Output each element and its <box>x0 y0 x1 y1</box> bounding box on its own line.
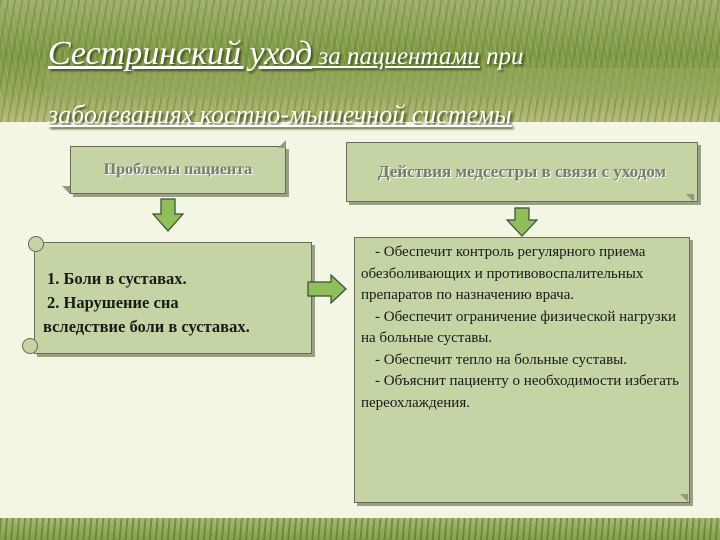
list-item: вследствие боли в суставах. <box>43 317 250 336</box>
slide-title: Сестринский уход за пациентами при забол… <box>48 26 708 143</box>
list-item: - Обеспечит контроль регулярного приема … <box>361 244 646 303</box>
title-part-2: за пациентами <box>312 43 480 70</box>
nurse-actions-list: - Обеспечит контроль регулярного приема … <box>361 242 681 414</box>
scroll-fold-icon <box>278 140 286 148</box>
title-part-3: при <box>479 43 524 70</box>
scroll-fold-icon <box>680 494 688 502</box>
arrow-down-icon <box>152 198 184 232</box>
patient-problems-header-box: Проблемы пациента <box>70 146 286 194</box>
arrow-down-icon <box>506 207 538 237</box>
arrow-right-icon <box>307 274 347 304</box>
list-item: - Обеспечит ограничение физической нагру… <box>361 308 677 347</box>
scroll-fold-icon <box>686 194 694 202</box>
list-item: 2. Нарушение сна <box>47 293 179 312</box>
patient-problems-list: 1. Боли в суставах. 2. Нарушение сна всл… <box>43 267 305 339</box>
patient-problems-box: 1. Боли в суставах. 2. Нарушение сна всл… <box>34 242 312 354</box>
title-part-1: Сестринский уход <box>48 35 313 72</box>
scroll-curl-icon <box>22 338 38 354</box>
nurse-actions-header: Действия медсестры в связи с уходом <box>377 162 667 181</box>
header-grass-background <box>0 0 720 122</box>
list-item: 1. Боли в суставах. <box>47 269 187 288</box>
scroll-curl-icon <box>28 236 44 252</box>
nurse-actions-box: - Обеспечит контроль регулярного приема … <box>354 237 690 503</box>
footer-grass-background <box>0 518 720 540</box>
title-band <box>44 68 720 98</box>
list-item: - Обеспечит тепло на больные суставы. <box>375 351 627 368</box>
patient-problems-header: Проблемы пациента <box>103 161 253 178</box>
nurse-actions-header-box: Действия медсестры в связи с уходом <box>346 142 698 202</box>
list-item: - Объяснит пациенту о необходимости избе… <box>361 373 679 411</box>
title-line-2: заболеваниях костно-мышечной системы <box>48 100 512 129</box>
scroll-fold-icon <box>62 186 70 194</box>
